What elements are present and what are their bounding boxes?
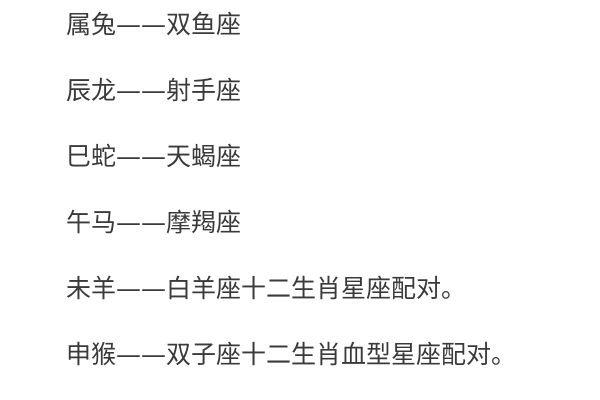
pairing-line-text: 属兔——双鱼座 xyxy=(66,10,242,39)
list-item: 申猴——双子座十二生肖血型星座配对。 xyxy=(66,338,600,372)
list-item: 未羊——白羊座十二生肖星座配对。 xyxy=(66,272,600,306)
pairing-line-text: 巳蛇——天蝎座 xyxy=(66,142,242,171)
list-item: 午马——摩羯座 xyxy=(66,206,600,240)
list-item: 属兔——双鱼座 xyxy=(66,8,600,42)
list-item: 辰龙——射手座 xyxy=(66,74,600,108)
pairing-line-text: 辰龙——射手座 xyxy=(66,76,242,105)
pairing-line-text: 午马——摩羯座 xyxy=(66,208,242,237)
pairing-line-text: 未羊——白羊座十二生肖星座配对。 xyxy=(66,274,467,303)
pairing-line-text: 申猴——双子座十二生肖血型星座配对。 xyxy=(66,340,517,369)
list-item: 巳蛇——天蝎座 xyxy=(66,140,600,174)
